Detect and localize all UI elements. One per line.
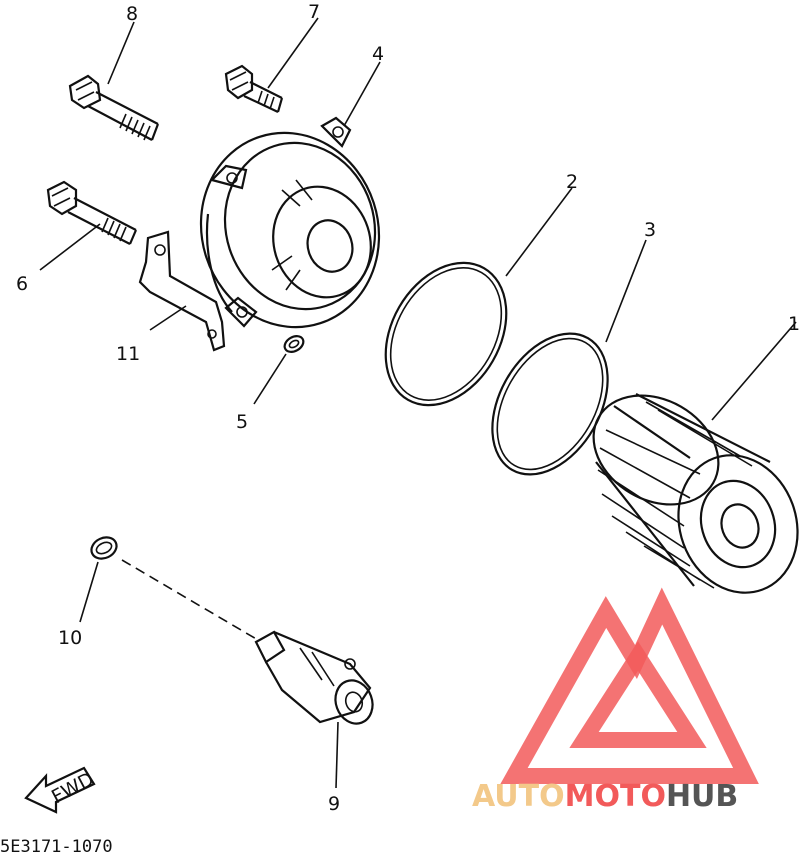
leader-10: [79, 561, 99, 623]
assembly-line: [121, 559, 259, 641]
label-8: 8: [126, 3, 138, 25]
watermark-text: AUTOMOTOHUB: [472, 779, 738, 814]
oil-filter-1: [592, 393, 799, 594]
leader-8: [107, 21, 135, 85]
bolt-8: [68, 74, 160, 141]
watermark-hub: HUB: [666, 779, 738, 814]
label-4: 4: [372, 43, 384, 65]
leader-7: [267, 17, 319, 89]
label-9: 9: [328, 793, 340, 815]
label-7: 7: [308, 1, 320, 23]
watermark-moto: MOTO: [565, 779, 666, 814]
bracket-11: [138, 230, 226, 352]
drawing-code: 5E3171-1070: [0, 837, 113, 857]
leader-4: [343, 61, 381, 127]
o-ring-5: [283, 335, 305, 353]
leader-9: [335, 721, 339, 789]
bolt-7: [224, 64, 284, 113]
filter-cover-4: [199, 116, 381, 329]
leader-5: [253, 353, 287, 405]
label-5: 5: [236, 411, 248, 433]
label-3: 3: [644, 219, 656, 241]
label-10: 10: [58, 627, 82, 649]
forward-arrow-icon: [24, 766, 96, 814]
o-ring-2: [384, 261, 508, 407]
leader-2: [505, 187, 573, 277]
o-ring-10: [90, 536, 118, 560]
watermark-auto: AUTO: [472, 779, 565, 814]
leader-11: [149, 305, 187, 331]
valve-9: [254, 630, 374, 725]
watermark-logo: [500, 587, 759, 784]
leader-6: [39, 223, 101, 271]
label-11: 11: [116, 343, 140, 365]
label-2: 2: [566, 171, 578, 193]
label-1: 1: [788, 313, 800, 335]
leader-1: [711, 321, 797, 421]
bolt-6: [46, 180, 138, 245]
label-6: 6: [16, 273, 28, 295]
leader-3: [605, 239, 647, 343]
